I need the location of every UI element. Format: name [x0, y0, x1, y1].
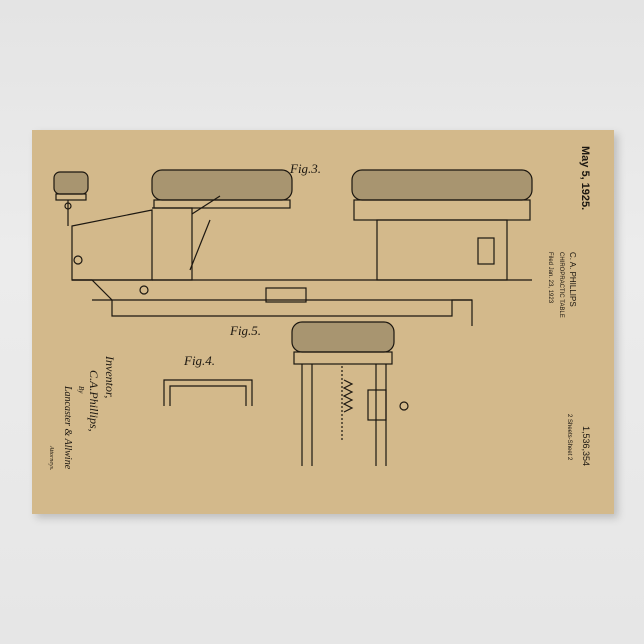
patent-drawing: [32, 130, 614, 514]
inventor-name: C. A. PHILLIPS: [568, 252, 576, 307]
patent-title: CHIROPRACTIC TABLE: [558, 252, 564, 318]
attorneys-label: Attorneys.: [48, 446, 54, 471]
fig4-channel: [164, 380, 252, 406]
inventor-signature: C.A.Phillips,: [88, 370, 100, 432]
headrest: [54, 172, 88, 226]
fig3-label: Fig.3.: [290, 162, 321, 175]
filed-date: Filed Jan. 23, 1923: [547, 252, 553, 303]
poster: Fig.3. Fig.5. Fig.4. May 5, 1925. C. A. …: [32, 130, 614, 514]
by-label: By: [77, 386, 84, 393]
fig5-label: Fig.5.: [230, 324, 261, 337]
inventor-label: Inventor,: [104, 356, 116, 398]
fig3-table: [72, 170, 532, 326]
sheets-info: 2 Sheets-Sheet 2: [566, 414, 572, 460]
patent-date: May 5, 1925.: [579, 146, 590, 210]
fig4-label: Fig.4.: [184, 354, 215, 367]
patent-number: 1,536,354: [581, 426, 590, 466]
fig5-section: [292, 322, 408, 466]
attorney-signature: Lancaster & Allwine: [62, 386, 72, 469]
